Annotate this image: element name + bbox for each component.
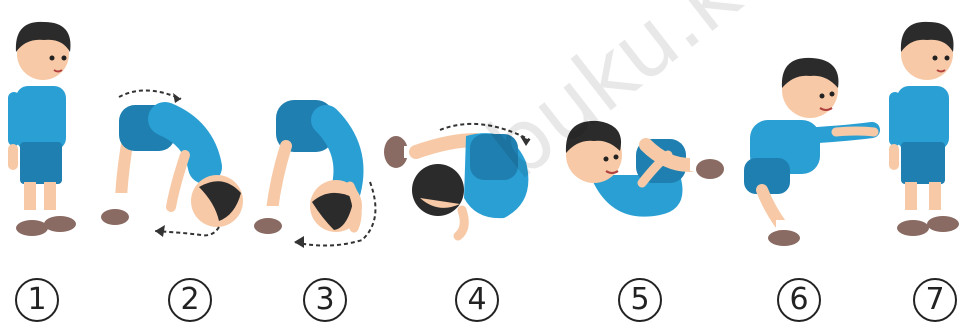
- step-number-label: 5: [630, 285, 649, 315]
- boy-rolling-icon: [380, 110, 545, 250]
- step-number-1: 1: [15, 278, 59, 322]
- step-number-label: 4: [467, 285, 486, 315]
- boy-tuck-icon: [250, 90, 380, 250]
- step-number-label: 6: [789, 285, 808, 315]
- boy-squatting-icon: [740, 50, 885, 255]
- boy-standing-icon: [0, 10, 95, 250]
- step-number-label: 3: [315, 285, 334, 315]
- step-number-6: 6: [777, 278, 821, 322]
- boy-standing-finish-icon: [885, 10, 970, 250]
- step-number-5: 5: [618, 278, 662, 322]
- step-number-label: 1: [27, 285, 46, 315]
- step-number-label: 2: [180, 285, 199, 315]
- step-number-label: 7: [925, 285, 944, 315]
- boy-rolling-up-icon: [550, 105, 730, 235]
- step-number-4: 4: [455, 278, 499, 322]
- boy-bending-icon: [95, 85, 255, 245]
- step-number-3: 3: [303, 278, 347, 322]
- step-number-7: 7: [913, 278, 957, 322]
- step-number-2: 2: [168, 278, 212, 322]
